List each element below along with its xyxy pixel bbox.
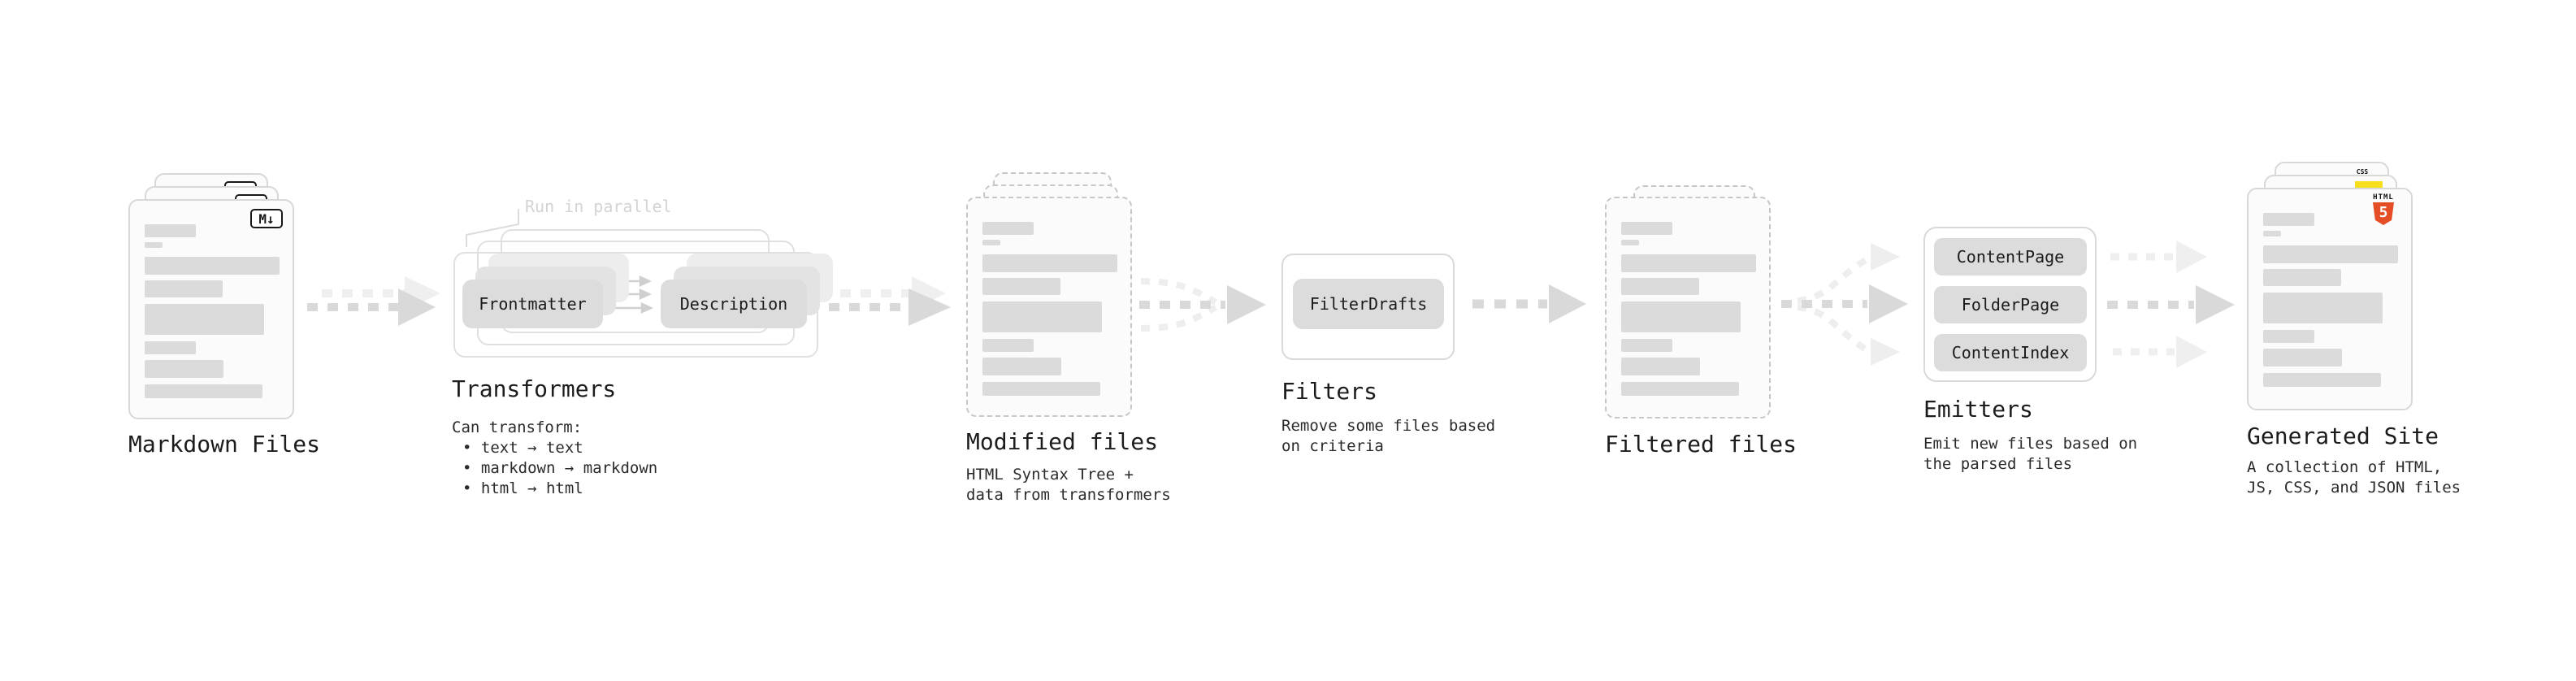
modified-file-card-front [966,197,1132,417]
placeholder-bar [982,301,1102,332]
placeholder-bar [1621,240,1639,245]
emitter-contentindex: ContentIndex [1934,334,2087,371]
arrow-transformers-to-modified-icon [829,276,951,326]
filters-title: Filters [1281,378,1378,405]
filters-description: Remove some files based on criteria [1281,416,1495,457]
generated-site-desc-line: A collection of HTML, [2247,458,2443,476]
placeholder-bar [982,339,1034,352]
placeholder-bar [1621,254,1756,272]
placeholder-bar [1621,278,1699,295]
modified-files-desc-line: HTML Syntax Tree + [966,466,1134,484]
modified-files-title: Modified files [966,428,1159,455]
placeholder-bar [145,341,196,354]
filtered-files-title: Filtered files [1605,431,1798,458]
run-in-parallel-annotation: Run in parallel [525,197,672,216]
emitters-description: Emit new files based on the parsed files [1923,434,2137,475]
placeholder-bar [982,240,1000,245]
placeholder-bar [145,257,280,275]
placeholder-bar [2263,373,2381,387]
placeholder-bar [145,304,264,335]
transformers-title: Transformers [452,375,617,402]
arrow-filters-to-filtered-icon [1472,284,1586,323]
placeholder-bar [982,254,1117,272]
markdown-files-title: Markdown Files [128,431,321,458]
placeholder-bar [145,384,262,398]
placeholder-bar [982,382,1100,396]
placeholder-bar [2263,269,2341,286]
placeholder-bar [145,242,163,248]
html5-icon: HTML 5 [2366,193,2401,225]
modified-files-description: HTML Syntax Tree + data from transformer… [966,465,1171,505]
generated-site-title: Generated Site [2247,423,2439,449]
markdown-file-card-front: M↓ [128,199,294,419]
placeholder-bar [982,278,1060,295]
emitters-title: Emitters [1923,396,2033,423]
transformers-desc-line: • markdown → markdown [462,459,658,477]
placeholder-bar [2263,231,2281,236]
filters-desc-line: Remove some files based [1281,417,1496,435]
placeholder-bar [982,222,1034,235]
css-icon-label: CSS [2356,168,2369,176]
placeholder-bar [1621,358,1700,375]
filters-desc-line: on criteria [1281,437,1384,455]
html5-icon-label: HTML [2373,193,2394,202]
emitter-contentpage: ContentPage [1934,238,2087,275]
transformers-desc-line: • text → text [462,439,583,457]
generated-site-desc-line: JS, CSS, and JSON files [2247,479,2461,497]
transformer-step-frontmatter: Frontmatter [462,280,603,328]
placeholder-bar [145,360,223,378]
arrow-modified-to-filters-icon [1139,278,1266,332]
transformers-desc-line: • html → html [462,479,583,497]
modified-files-desc-line: data from transformers [966,486,1171,504]
placeholder-bar [2263,213,2314,226]
placeholder-bar [2263,245,2398,263]
emitter-folderpage: FolderPage [1934,286,2087,323]
transformer-step-description: Description [661,280,807,328]
placeholder-bar [982,358,1061,375]
placeholder-bar [2263,349,2342,367]
placeholder-bar [1621,301,1741,332]
placeholder-bar [2263,293,2383,323]
placeholder-bar [145,224,196,237]
placeholder-bar [1621,339,1672,352]
placeholder-bar [1621,382,1739,396]
placeholder-bar [1621,222,1672,235]
arrow-emitters-to-generated-icon [2107,241,2235,368]
markdown-icon: M↓ [250,209,283,228]
placeholder-bar [145,280,223,297]
emitters-desc-line: Emit new files based on [1923,435,2138,453]
generated-file-card-front: HTML 5 [2247,188,2413,410]
emitters-desc-line: the parsed files [1923,455,2073,473]
filter-step-filterdrafts: FilterDrafts [1293,279,1444,329]
generated-site-description: A collection of HTML, JS, CSS, and JSON … [2247,458,2461,498]
placeholder-bar [2263,330,2314,343]
arrow-filtered-to-emitters-icon [1781,243,1908,366]
transformers-description: Can transform: • text → text • markdown … [452,418,657,499]
filtered-file-card-front [1605,197,1771,419]
arrow-markdown-to-transformers-icon [307,276,440,326]
html5-icon-shield: 5 [2373,202,2394,225]
transformers-desc-line: Can transform: [452,419,583,436]
